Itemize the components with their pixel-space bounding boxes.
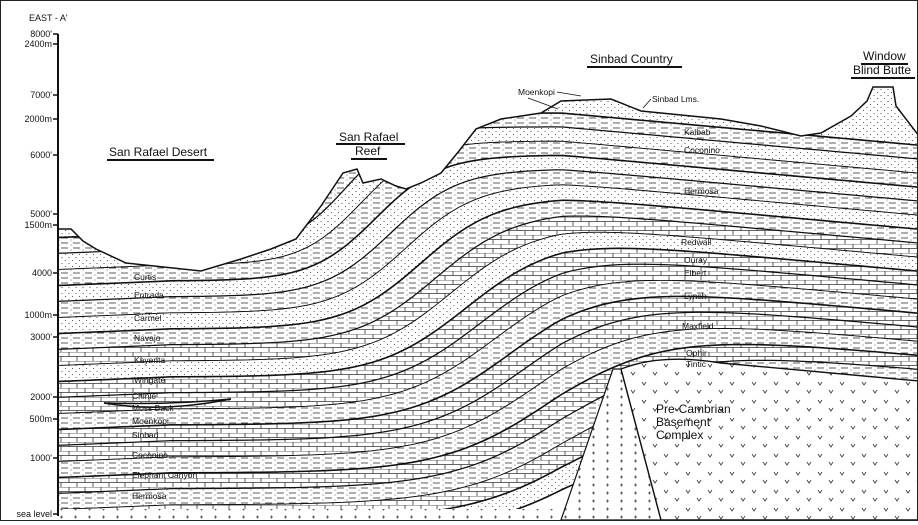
label-ophir: Ophir [686, 348, 707, 358]
label-tintic: Tintic [686, 359, 707, 369]
pre-cambrian-basement [620, 358, 918, 521]
formation-label: Curtis [134, 272, 156, 282]
formation-label: Elephant Canyon [132, 470, 197, 480]
formation-label: Coconino [132, 450, 168, 460]
region-titles: San Rafael Desert San Rafael Reef Sinbad… [107, 49, 915, 161]
terrain-surface [58, 86, 918, 272]
region-window-blind-line1: Window [863, 49, 906, 63]
label-basement-line1: Pre-Cambrian [656, 402, 731, 416]
formation-label: Sinbad [132, 430, 159, 440]
axis-tick-label: 5000' [30, 209, 52, 219]
region-window-blind-line2: Blind Butte [853, 63, 911, 77]
axis-tick-label: 2000' [30, 392, 52, 402]
label-redwall: Redwall [681, 237, 711, 247]
axis-tick-label: 4000 [32, 268, 52, 278]
axis-tick-label: 7000' [30, 90, 52, 100]
region-san-rafael-reef-line2: Reef [355, 144, 381, 158]
label-coconino: Coconino [684, 145, 720, 155]
formation-label: Navajo [134, 333, 161, 343]
label-basement-line2: Basement [656, 415, 711, 429]
moss-back-lens [103, 398, 232, 408]
left-formation-labels: CurtisEntradaCarmelNavajoKayentaWingateC… [103, 272, 232, 501]
region-sinbad-country: Sinbad Country [590, 52, 673, 66]
label-elbert: Elbert [684, 268, 707, 278]
formation-label: Kayenta [134, 355, 165, 365]
axis-tick-label: 8000' [30, 29, 52, 39]
elevation-axis: EAST - A' 8000'2400m 7000' 2000m 6000' 5000'… [16, 13, 67, 519]
label-ouray: Ouray [684, 255, 708, 265]
region-san-rafael-desert: San Rafael Desert [109, 145, 208, 159]
moenkopi-arrows [527, 91, 582, 110]
formation-label: Moss Back [132, 403, 174, 413]
label-hermosa: Hermosa [684, 186, 719, 196]
basal-unit [58, 509, 558, 520]
formation-label: Entrada [134, 290, 164, 300]
axis-header: EAST - A' [29, 13, 68, 23]
label-kaibab: Kaibab [684, 127, 711, 137]
axis-tick-label: 500m [29, 414, 52, 424]
label-sinbad-lms: Sinbad Lms. [652, 94, 699, 104]
axis-tick-label: 2000m [24, 114, 52, 124]
label-maxfield: Maxfield [682, 321, 714, 331]
axis-tick-label: sea level [16, 509, 52, 519]
formation-label: Chinle [132, 391, 156, 401]
axis-tick-label: 6000' [30, 150, 52, 160]
axis-tick-label: 1000' [30, 453, 52, 463]
formation-label: Carmel [134, 313, 162, 323]
axis-tick-label: 2400m [24, 39, 52, 49]
axis-tick-label: 1000m [24, 310, 52, 320]
formation-label: Hermosa [132, 491, 167, 501]
label-moenkopi: Moenkopi [518, 87, 555, 97]
formation-label: Wingate [134, 375, 165, 385]
axis-tick-label: 3000' [30, 332, 52, 342]
label-basement-line3: Complex [656, 428, 703, 442]
label-lynch: Lynch [684, 291, 707, 301]
sinbad-arrow [642, 98, 652, 109]
formation-label: Moenkopi [132, 416, 169, 426]
right-formation-labels: Moenkopi Sinbad Lms. Kaibab Coconino Her… [518, 87, 731, 442]
region-san-rafael-reef-line1: San Rafael [339, 130, 398, 144]
axis-tick-label: 1500m [24, 220, 52, 230]
